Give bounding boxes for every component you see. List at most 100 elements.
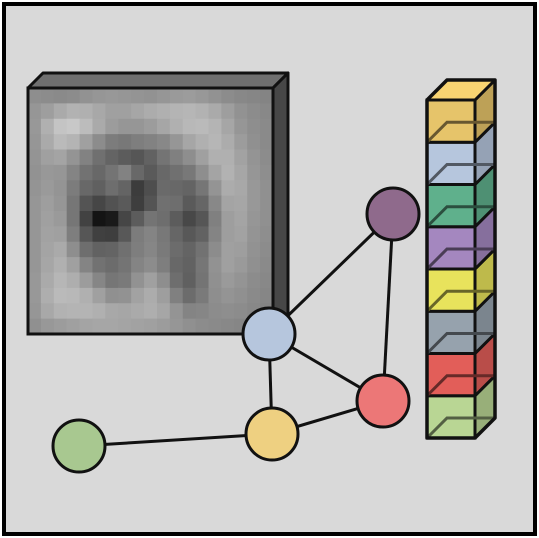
patch-pixel	[66, 226, 81, 243]
patch-pixel	[92, 226, 106, 243]
patch-pixel	[208, 134, 223, 151]
patch-pixel	[53, 211, 68, 227]
patch-pixel	[79, 226, 94, 243]
patch-pixel	[247, 88, 261, 104]
patch-pixel	[40, 195, 55, 212]
patch-pixel	[92, 318, 106, 335]
patch-pixel	[247, 180, 261, 197]
patch-pixel	[221, 149, 235, 166]
patch-pixel	[260, 226, 274, 243]
patch-pixel	[92, 88, 106, 104]
patch-pixel	[28, 318, 42, 335]
edge-green-yellow	[78, 432, 273, 448]
stack-cell-blue-inner-edge	[425, 163, 495, 186]
patch-pixel	[79, 257, 94, 274]
patch-pixel	[131, 164, 145, 181]
patch-pixel	[66, 134, 81, 151]
patch-pixel	[118, 318, 132, 335]
patch-pixel	[169, 241, 184, 258]
patch-pixel	[195, 180, 210, 197]
patch-pixel	[247, 241, 261, 258]
patch-pixel	[234, 287, 248, 304]
patch-pixel	[260, 241, 274, 258]
patch-pixel	[66, 272, 81, 289]
patch-pixel	[247, 211, 261, 227]
stack-cell-yellow-inner-edge	[425, 120, 495, 144]
patch-pixel	[28, 272, 42, 289]
patch-pixel	[195, 211, 210, 227]
patch-pixel	[144, 164, 158, 181]
patch-pixel	[118, 303, 132, 320]
patch-pixel	[144, 257, 158, 274]
patch-pixel	[131, 134, 145, 151]
patch-pixel	[79, 211, 94, 227]
patch-pixel	[156, 134, 171, 151]
patch-pixel	[182, 149, 197, 166]
patch-pixel	[195, 241, 210, 258]
patch-pixel	[169, 287, 184, 304]
patch-pixel	[221, 118, 235, 135]
patch-pixel	[66, 318, 81, 335]
patch-pixel	[221, 164, 235, 181]
patch-pixel	[53, 272, 68, 289]
patch-pixel	[169, 318, 184, 335]
patch-pixel	[169, 103, 184, 120]
patch-pixel	[182, 287, 197, 304]
patch-pixel	[208, 195, 223, 212]
patch-pixel	[79, 134, 94, 151]
patch-pixel	[28, 180, 42, 197]
patch-pixel	[66, 164, 81, 181]
patch-pixel	[40, 287, 55, 304]
patch-pixel	[169, 195, 184, 212]
patch-pixel	[182, 318, 197, 335]
patch-pixel	[195, 303, 210, 320]
patch-pixel	[40, 118, 55, 135]
patch-pixel	[131, 149, 145, 166]
patch-pixel	[28, 226, 42, 243]
patch-pixel	[195, 257, 210, 274]
patch-pixel	[195, 226, 210, 243]
patch-pixel	[79, 303, 94, 320]
patch-pixel	[53, 134, 68, 151]
patch-pixel	[156, 226, 171, 243]
patch-pixel	[92, 287, 106, 304]
patch-pixel	[156, 287, 171, 304]
node-blue	[241, 306, 297, 362]
patch-pixel	[118, 226, 132, 243]
patch-pixel	[144, 134, 158, 151]
patch-pixel	[53, 103, 68, 120]
edge-blue-purple	[267, 212, 395, 336]
patch-pixel	[105, 211, 119, 227]
patch-pixel	[208, 211, 223, 227]
patch-pixel	[66, 303, 81, 320]
patch-pixel	[144, 195, 158, 212]
patch-pixel	[131, 287, 145, 304]
patch-pixel	[28, 118, 42, 135]
patch-pixel	[118, 241, 132, 258]
patch-pixel	[234, 103, 248, 120]
patch-pixel	[105, 272, 119, 289]
patch-pixel	[260, 164, 274, 181]
patch-pixel	[221, 195, 235, 212]
patch-pixel	[105, 318, 119, 335]
patch-pixel	[260, 149, 274, 166]
patch-pixel	[234, 118, 248, 135]
patch-pixel	[53, 303, 68, 320]
patch-pixel	[40, 318, 55, 335]
patch-pixel	[28, 211, 42, 227]
patch-pixel	[79, 241, 94, 258]
patch-pixel	[118, 164, 132, 181]
patch-pixel	[195, 134, 210, 151]
patch-pixel	[182, 303, 197, 320]
patch-pixel	[156, 88, 171, 104]
patch-pixel	[118, 103, 132, 120]
patch-pixel	[156, 211, 171, 227]
patch-pixel	[260, 103, 274, 120]
patch-pixel	[208, 272, 223, 289]
patch-side-face	[271, 71, 290, 336]
patch-pixel	[79, 149, 94, 166]
patch-pixel	[131, 272, 145, 289]
patch-pixel	[156, 180, 171, 197]
patch-pixel	[92, 164, 106, 181]
